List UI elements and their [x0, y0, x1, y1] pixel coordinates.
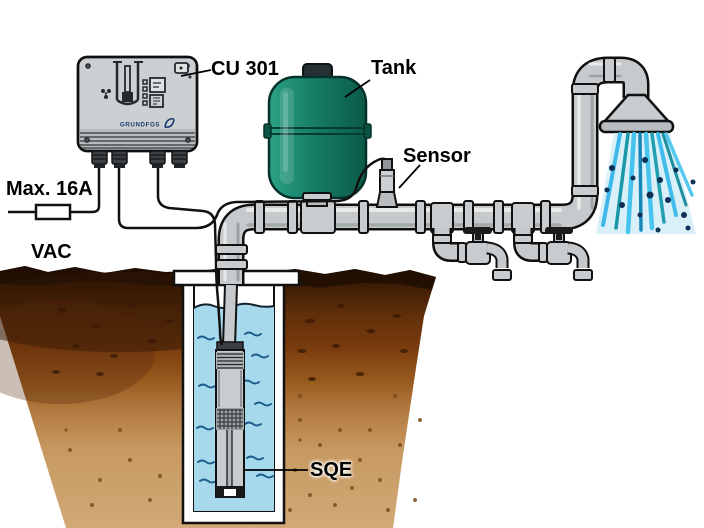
cable-guard-lines [226, 430, 233, 486]
water-ripples [196, 331, 274, 484]
fuse-icon [34, 203, 72, 221]
faucet-2-handle [545, 227, 573, 234]
spray-droplets [604, 157, 696, 233]
tank-label: Tank [371, 57, 417, 79]
faucet-2-collar [513, 234, 533, 244]
sensor-cable [117, 157, 387, 230]
faucet-2-body [546, 241, 572, 265]
well [172, 269, 301, 525]
sensor-connector [381, 158, 393, 171]
cu301-controller: GRUNDFOS [8, 55, 199, 221]
soil-speckles-dots [64, 394, 422, 512]
cable-glands [91, 150, 188, 168]
tank-pointer-line [344, 79, 371, 98]
sensor-label: Sensor [403, 145, 471, 167]
faucet-1-handle-post [475, 233, 481, 240]
controller-ribs [80, 132, 195, 149]
tank-band [269, 127, 366, 135]
impeller-icon [101, 89, 111, 99]
tank-band-nub-right [363, 123, 372, 139]
faucet-2-handle-post [556, 233, 562, 240]
cu301-pointer-line [180, 69, 212, 77]
shower [596, 93, 696, 235]
shower-head-cone [601, 93, 672, 124]
faucet-1-spout-tip [492, 269, 512, 281]
controller-rib-band [80, 129, 195, 149]
faucet-1-handle [464, 227, 492, 234]
controller-label: CU 301 [211, 58, 279, 80]
tank-highlight [280, 88, 294, 184]
faucet-2 [513, 227, 593, 281]
pump-inlet [224, 489, 236, 496]
faucet-2-spout-tip [573, 269, 593, 281]
pump-screen-2-grid [217, 409, 243, 429]
faucet-1-collar [432, 234, 452, 244]
pipe-collars [215, 57, 616, 270]
pump-cable [156, 168, 224, 346]
faucet-2-coupling [538, 242, 548, 263]
pump-status-icon [174, 62, 192, 79]
display-icon [149, 77, 166, 108]
well-pump-icon [113, 61, 143, 106]
pump-body-shading [218, 370, 242, 407]
controller-box-outline [76, 55, 199, 153]
faucet-1-body [465, 241, 491, 265]
pressure-tank [263, 63, 372, 234]
pressure-sensor [375, 158, 399, 208]
grundfos-logo-mark [164, 117, 175, 129]
pump-label: SQE [310, 459, 353, 481]
power-cable [70, 168, 101, 214]
tank-band-nub-left [263, 123, 272, 139]
pointer-lines [180, 69, 421, 471]
sqe-pump [215, 284, 245, 498]
sensor-base [375, 191, 399, 208]
faucet-1-coupling [457, 242, 467, 263]
power-label: VAC [31, 241, 72, 263]
grundfos-logo-text: GRUNDFOS [120, 122, 160, 129]
faucet-1 [432, 227, 512, 281]
cable-guard [227, 430, 232, 486]
faucet-tees [430, 202, 535, 234]
button-column-icon [142, 79, 148, 106]
sensor-neck [379, 169, 395, 193]
sensor-pointer-line [398, 164, 421, 189]
tank-highlight-2 [283, 92, 288, 172]
shower-head-rim [598, 119, 675, 134]
fuse-rating-label: Max. 16A [6, 178, 93, 200]
spray-streams [601, 131, 694, 235]
drop-pipe [224, 284, 236, 347]
soil-speckles-dark [52, 304, 408, 381]
soil-shade-blob-2 [0, 300, 155, 404]
tank-flange [302, 192, 332, 201]
pump-screen-1-ribs [217, 353, 243, 369]
pipe-fill [220, 59, 647, 284]
